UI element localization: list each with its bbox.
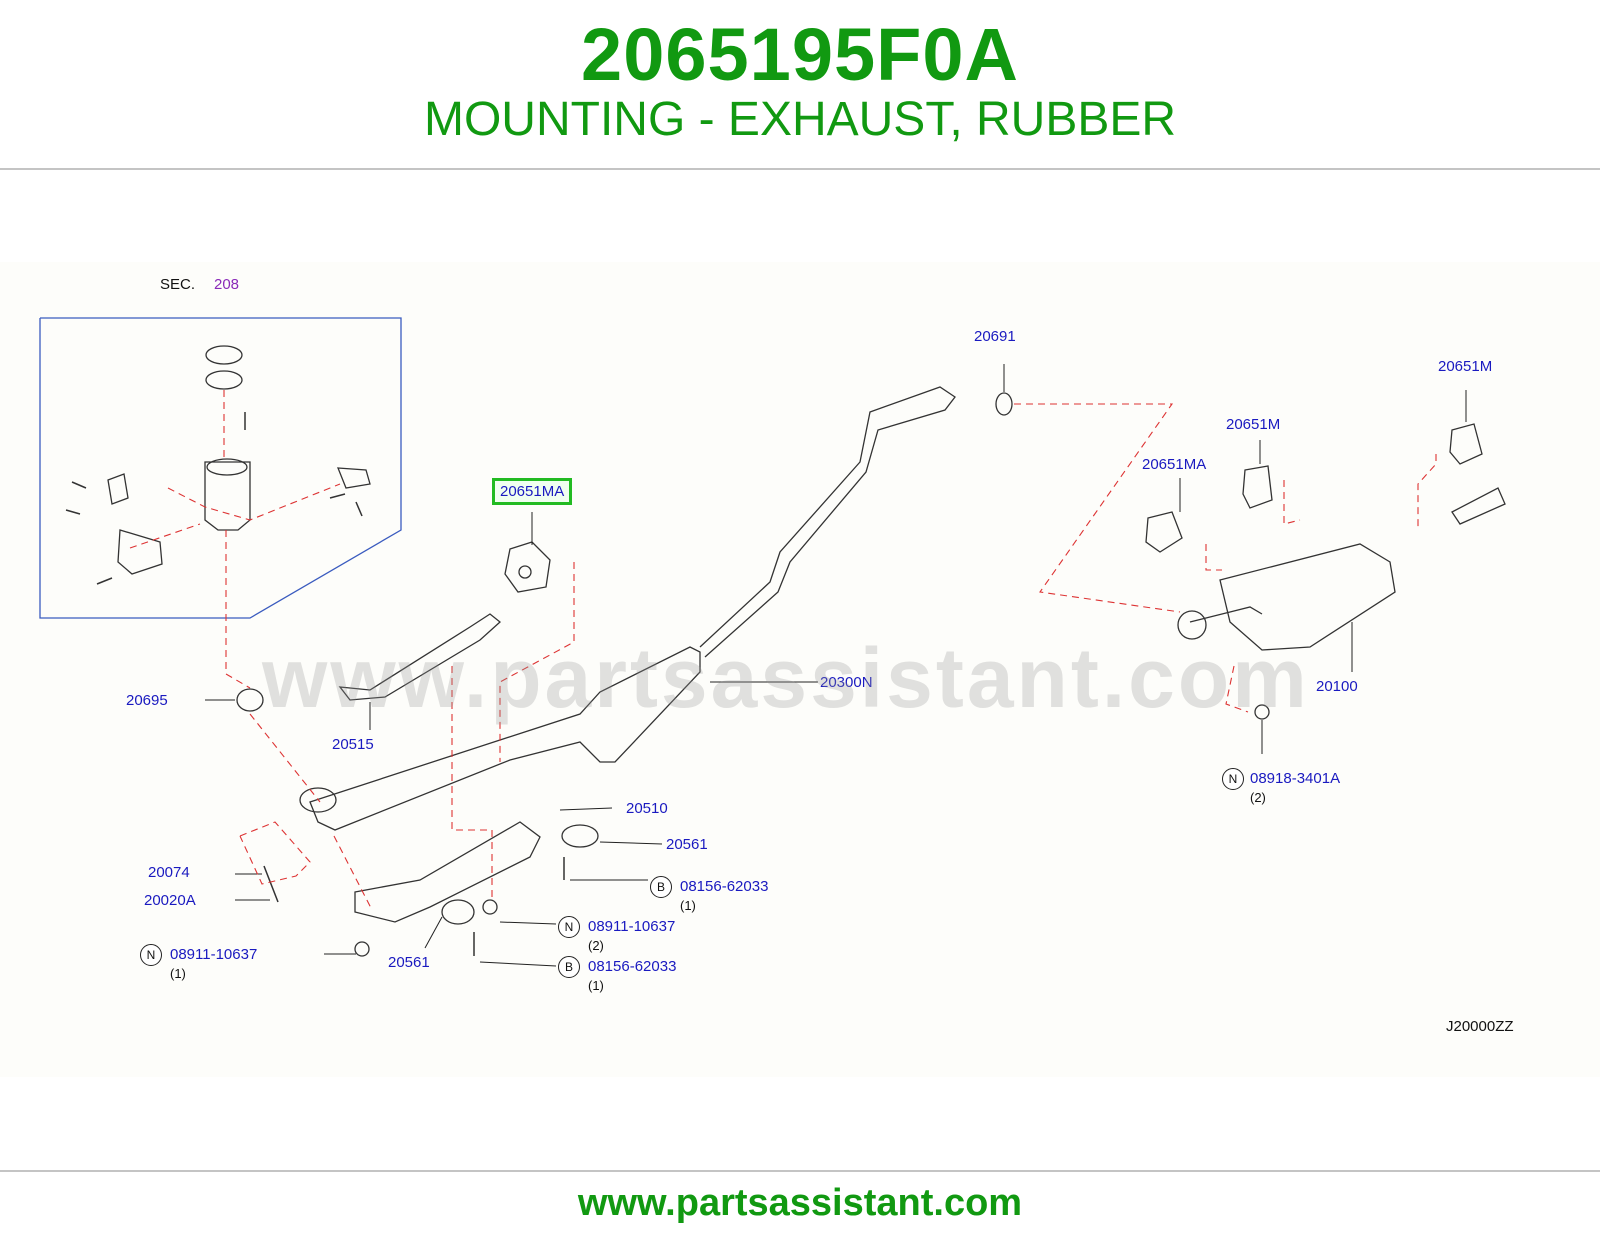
fastener-quantity: (2) — [1250, 790, 1266, 805]
part-label-20100[interactable]: 20100 — [1316, 678, 1358, 695]
fastener-prefix-badge: B — [558, 956, 580, 978]
center-pipe-20300N — [309, 646, 701, 831]
mounting-rubber-20651MA — [1145, 511, 1183, 553]
exhaust-drawing — [39, 317, 1506, 967]
part-label-20651M[interactable]: 20651M — [1226, 416, 1281, 433]
footer-url[interactable]: www.partsassistant.com — [577, 1182, 1023, 1224]
footer-divider — [0, 1170, 1600, 1172]
clamp-20561 — [441, 899, 475, 925]
bracket — [337, 467, 371, 489]
exhaust-lower-20510 — [354, 821, 541, 923]
heat-shield — [117, 529, 163, 575]
fastener-number-link[interactable]: 08156-62033 — [588, 958, 677, 975]
fastener-quantity: (1) — [588, 978, 604, 993]
watermark: www.partsassistant.com — [262, 631, 1310, 725]
exhaust-diagram: SEC. 208 20651MA 20691 20651M 20651M 206… — [0, 262, 1600, 1077]
part-label-20695[interactable]: 20695 — [126, 692, 168, 709]
part-label-20651M[interactable]: 20651M — [1438, 358, 1493, 375]
part-label-20300N[interactable]: 20300N — [820, 674, 873, 691]
section-number-link[interactable]: 208 — [214, 276, 240, 293]
seal-20695 — [236, 688, 264, 712]
muffler-flange — [1177, 610, 1207, 640]
part-label-20020A[interactable]: 20020A — [144, 892, 196, 909]
section-label: SEC. — [160, 276, 196, 293]
bracket — [107, 473, 129, 505]
gasket-ring — [205, 345, 243, 365]
clamp-20561 — [561, 824, 599, 848]
fastener-prefix-badge: B — [650, 876, 672, 898]
fastener-number-link[interactable]: 08156-62033 — [680, 878, 769, 895]
tail-pipe — [1451, 487, 1506, 525]
main-muffler-20100 — [1219, 543, 1396, 651]
mounting-rubber-20651M — [1449, 423, 1483, 465]
catalytic-converter — [204, 461, 251, 531]
header-divider — [0, 168, 1600, 170]
fastener-prefix-badge: N — [1222, 768, 1244, 790]
section-box — [39, 317, 402, 619]
fastener-number-link[interactable]: 08918-3401A — [1250, 770, 1341, 787]
fastener-prefix-badge: N — [558, 916, 580, 938]
part-label-20651MA[interactable]: 20651MA — [1142, 456, 1207, 473]
pipe-flange — [299, 787, 337, 813]
part-label-20510[interactable]: 20510 — [626, 800, 668, 817]
part-label-20561[interactable]: 20561 — [666, 836, 708, 853]
figure-code: J20000ZZ — [1446, 1018, 1514, 1035]
gasket-ring — [205, 370, 243, 390]
fastener-number-link[interactable]: 08911-10637 — [588, 918, 676, 935]
part-label-20515[interactable]: 20515 — [332, 736, 374, 753]
highlighted-part-20651MA[interactable]: 20651MA — [492, 478, 573, 505]
part-label-20691[interactable]: 20691 — [974, 328, 1016, 345]
part-label-20561[interactable]: 20561 — [388, 954, 430, 971]
mounting-rubber-20651M — [1242, 465, 1273, 509]
fastener-quantity: (1) — [680, 898, 696, 913]
part-number-title: 2065195F0A — [581, 13, 1019, 96]
part-label-20074[interactable]: 20074 — [148, 864, 190, 881]
fastener-prefix-badge: N — [140, 944, 162, 966]
front-pipe-20515 — [338, 613, 502, 701]
part-description: MOUNTING - EXHAUST, RUBBER — [423, 93, 1177, 146]
fastener-quantity: (1) — [170, 966, 186, 981]
fastener-number-link[interactable]: 08911-10637 — [170, 946, 258, 963]
gasket-20691 — [995, 392, 1013, 416]
fastener-quantity: (2) — [588, 938, 604, 953]
